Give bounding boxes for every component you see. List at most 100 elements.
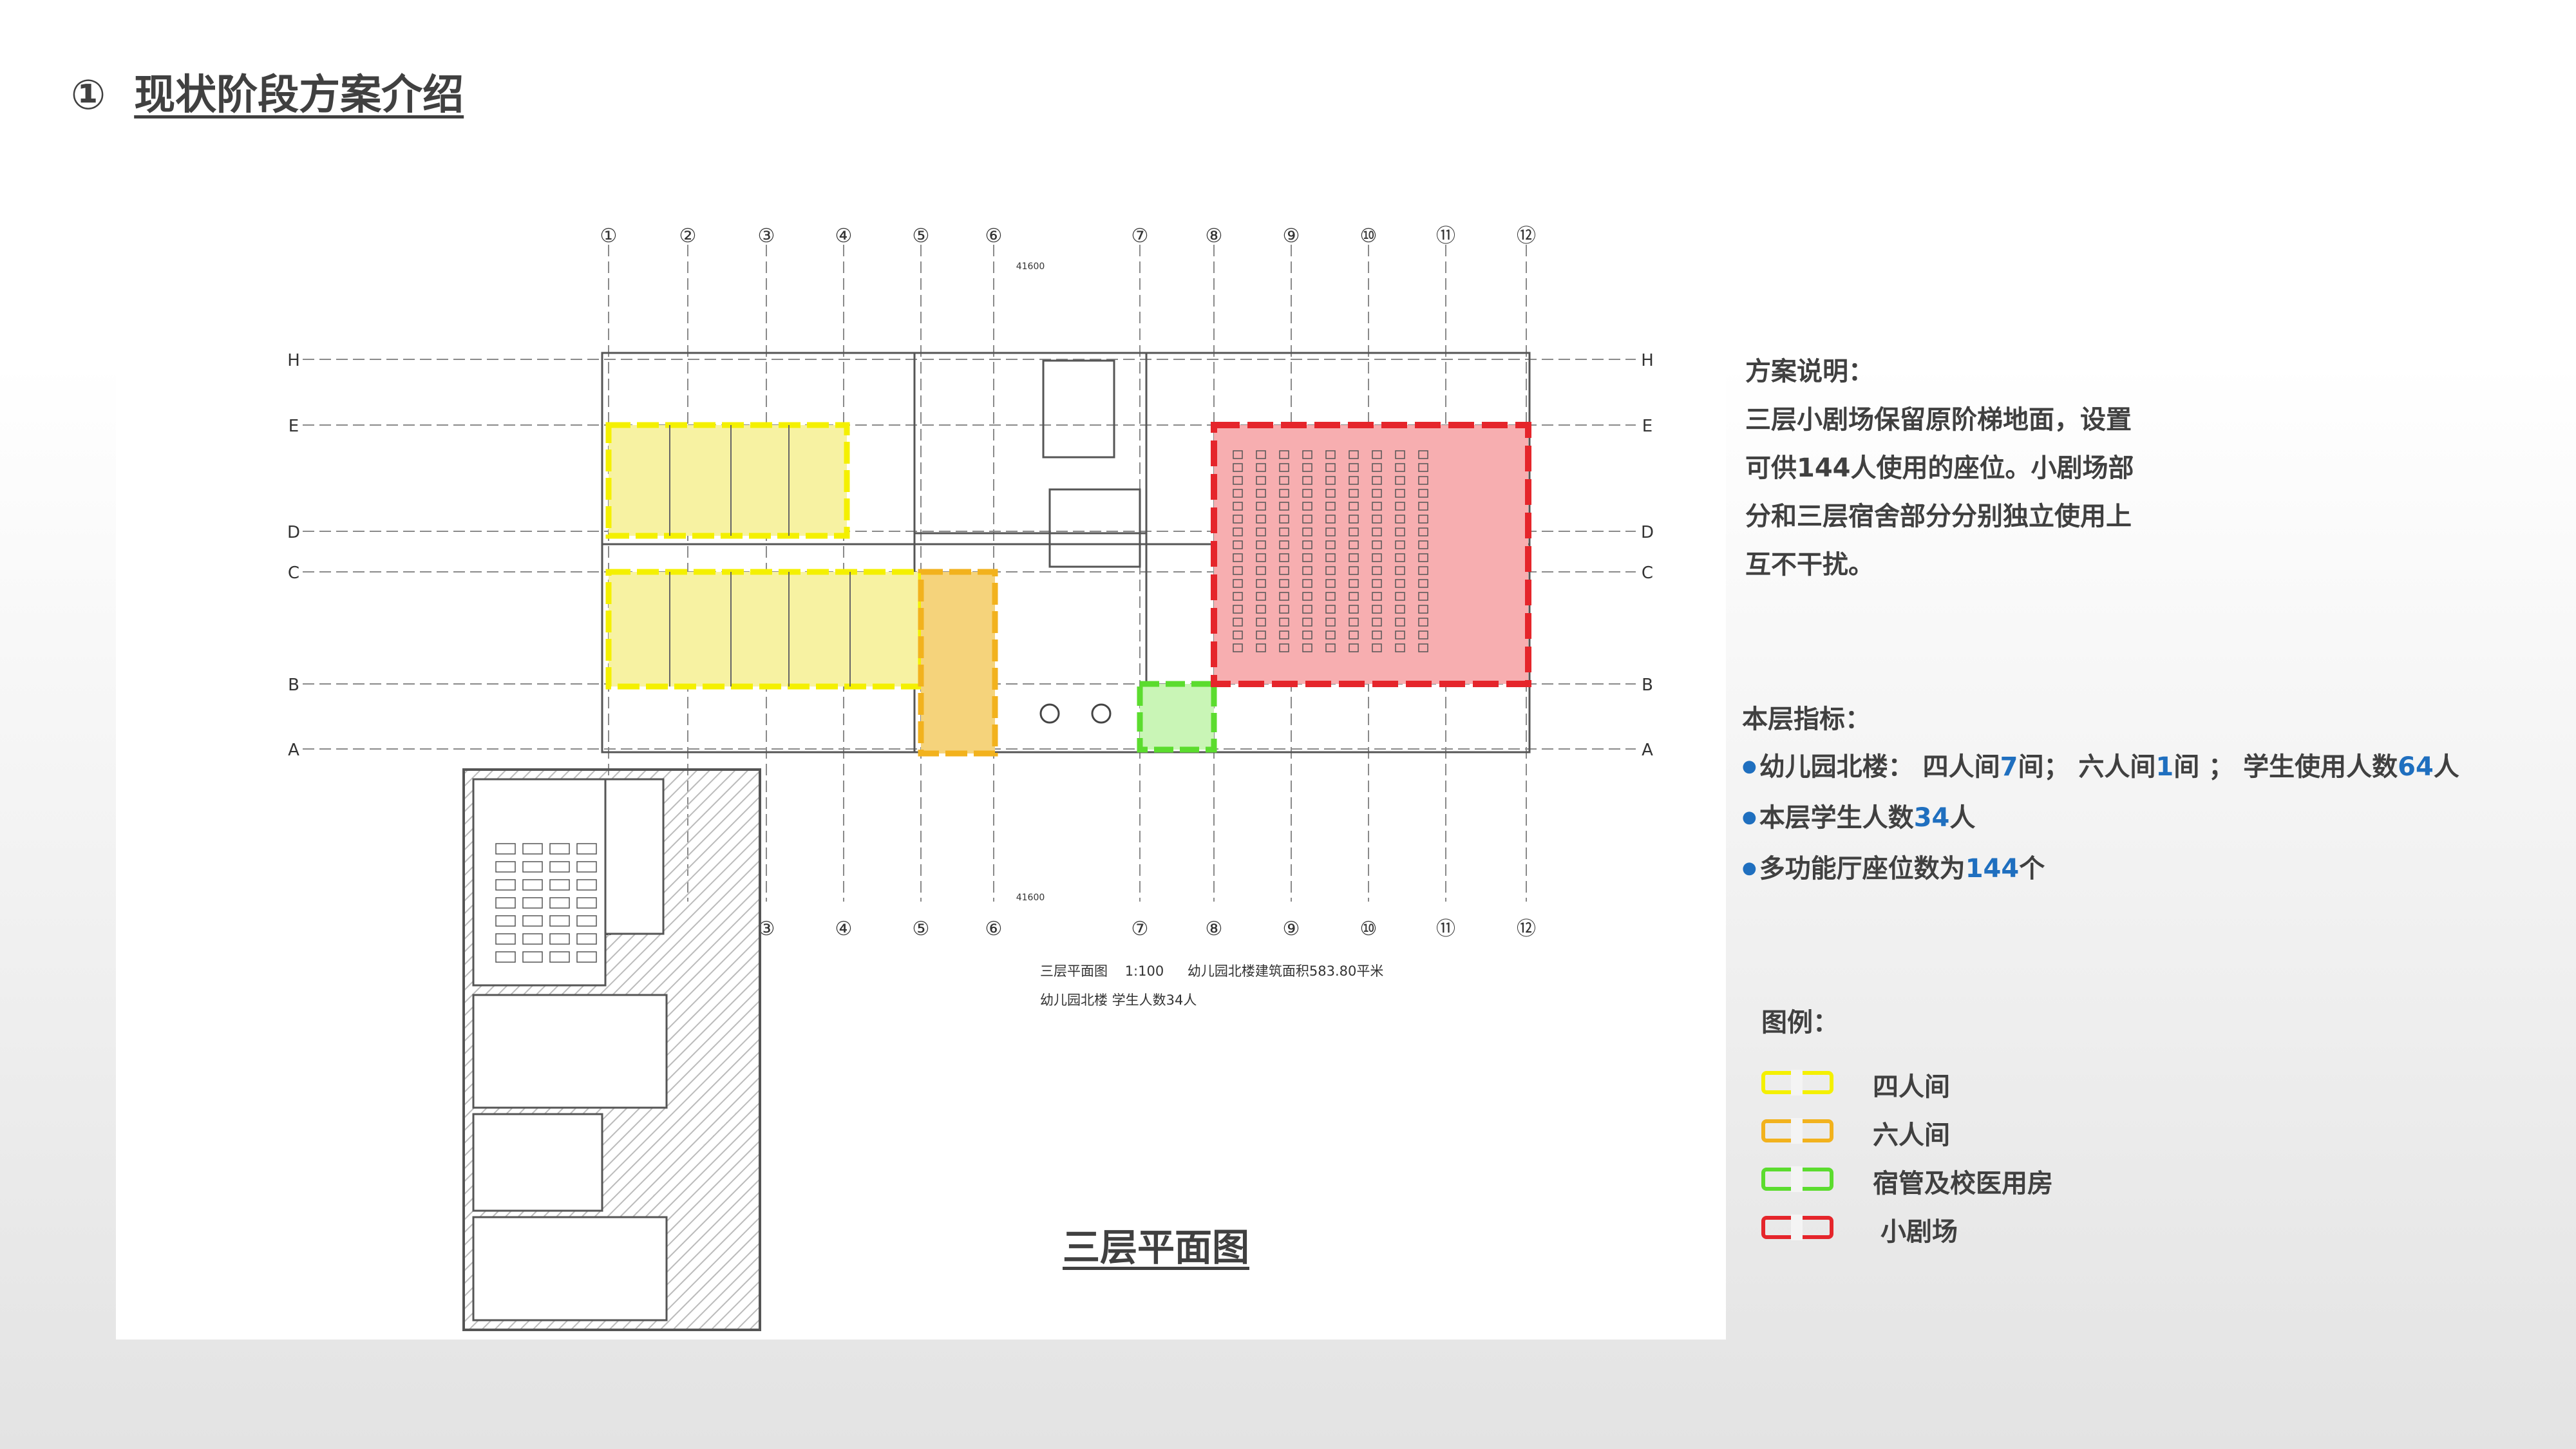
dorm-management-room bbox=[1137, 681, 1217, 753]
theater-seat bbox=[1279, 553, 1289, 562]
metrics-heading: 本层指标： bbox=[1742, 705, 1871, 734]
theater-seat bbox=[1279, 502, 1289, 511]
theater-seat bbox=[1256, 476, 1266, 485]
theater-seat bbox=[1325, 579, 1336, 588]
theater-seat bbox=[1349, 515, 1359, 524]
legend-swatch bbox=[1761, 1166, 1833, 1192]
theater-seat bbox=[1349, 592, 1359, 601]
theater-seat bbox=[1372, 605, 1382, 614]
scheme-description: 方案说明： 三层小剧场保留原阶梯地面，设置 可供144人使用的座位。小剧场部 分… bbox=[1745, 348, 2209, 589]
bullet-icon: ● bbox=[1742, 858, 1757, 878]
theater-seat bbox=[1395, 643, 1405, 652]
theater-seat bbox=[1302, 579, 1312, 588]
theater-seat bbox=[1349, 630, 1359, 639]
theater-seat bbox=[1325, 630, 1336, 639]
desk bbox=[495, 933, 516, 945]
legend-label: 小剧场 bbox=[1880, 1217, 1958, 1247]
description-line: 分和三层宿舍部分分别独立使用上 bbox=[1745, 502, 2132, 531]
theater-seat bbox=[1256, 592, 1266, 601]
grid-label-bottom: ⑨ bbox=[1283, 918, 1300, 940]
grid-label-side: D bbox=[1641, 523, 1654, 542]
theater-seat bbox=[1233, 592, 1243, 601]
theater-seat bbox=[1395, 540, 1405, 549]
grid-label-bottom: ⑦ bbox=[1132, 918, 1149, 940]
total-dimension-top: 41600 bbox=[1016, 261, 1045, 272]
theater-seat bbox=[1302, 618, 1312, 627]
grid-label-top: ① bbox=[600, 225, 618, 247]
theater-seat bbox=[1372, 463, 1382, 472]
theater-seat bbox=[1418, 515, 1428, 524]
legend: 图例： 四人间 六人间 宿管及校医用房 小剧场 bbox=[1761, 1001, 2212, 1253]
legend-swatch bbox=[1761, 1215, 1833, 1240]
theater-seat bbox=[1418, 630, 1428, 639]
theater-seat bbox=[1256, 579, 1266, 588]
grid-label-bottom: ⑤ bbox=[913, 918, 930, 940]
theater-seat bbox=[1349, 476, 1359, 485]
theater-seat bbox=[1395, 579, 1405, 588]
theater-seat bbox=[1325, 618, 1336, 627]
theater-seat bbox=[1418, 566, 1428, 575]
desk bbox=[549, 879, 570, 891]
drawing-students-note: 幼儿园北楼 学生人数34人 bbox=[1040, 992, 1197, 1008]
theater-seat bbox=[1256, 515, 1266, 524]
theater-seat bbox=[1372, 489, 1382, 498]
grid-label-side: B bbox=[288, 676, 299, 695]
theater-seat bbox=[1395, 476, 1405, 485]
theater-seat bbox=[1233, 489, 1243, 498]
section-title: 现状阶段方案介绍 bbox=[134, 71, 464, 119]
desk bbox=[576, 915, 597, 927]
theater-seat bbox=[1325, 489, 1336, 498]
theater-seat bbox=[1349, 643, 1359, 652]
desk bbox=[522, 843, 543, 855]
theater-seat bbox=[1279, 618, 1289, 627]
theater-seat bbox=[1256, 618, 1266, 627]
theater-seat bbox=[1325, 605, 1336, 614]
theater-seat bbox=[1325, 643, 1336, 652]
grid-label-top: ⑩ bbox=[1360, 225, 1378, 247]
theater-seat bbox=[1349, 450, 1359, 459]
desk bbox=[522, 897, 543, 909]
theater-seat bbox=[1302, 502, 1312, 511]
theater-seat bbox=[1349, 489, 1359, 498]
room-partitions bbox=[669, 425, 851, 687]
theater-seat bbox=[1279, 476, 1289, 485]
theater-seat bbox=[1279, 515, 1289, 524]
theater-seating bbox=[1233, 450, 1428, 652]
description-line: 互不干扰。 bbox=[1745, 550, 1874, 580]
desk bbox=[522, 915, 543, 927]
section-number: ① bbox=[71, 71, 106, 119]
desk bbox=[522, 951, 543, 963]
theater-seat bbox=[1325, 566, 1336, 575]
drawing-title-note: 三层平面图 1:100 幼儿园北楼建筑面积583.80平米 bbox=[1040, 963, 1383, 979]
grid-label-bottom: ④ bbox=[835, 918, 853, 940]
theater-seat bbox=[1279, 527, 1289, 536]
desk bbox=[495, 915, 516, 927]
theater-seat bbox=[1233, 476, 1243, 485]
theater-seat bbox=[1233, 515, 1243, 524]
theater-seat bbox=[1325, 540, 1336, 549]
theater-seat bbox=[1302, 592, 1312, 601]
theater-seat bbox=[1302, 463, 1312, 472]
theater-seat bbox=[1395, 618, 1405, 627]
theater-seat bbox=[1279, 630, 1289, 639]
theater-seat bbox=[1302, 643, 1312, 652]
theater-seat bbox=[1372, 450, 1382, 459]
bullet-icon: ● bbox=[1742, 757, 1757, 776]
theater-seat bbox=[1302, 450, 1312, 459]
grid-label-bottom: ⑧ bbox=[1206, 918, 1223, 940]
grid-label-side: C bbox=[288, 564, 299, 583]
theater-seat bbox=[1279, 450, 1289, 459]
legend-label: 四人间 bbox=[1873, 1072, 1950, 1102]
grid-label-top: ⑤ bbox=[913, 225, 930, 247]
grid-label-top: ② bbox=[679, 225, 697, 247]
theater-seat bbox=[1302, 476, 1312, 485]
theater-seat bbox=[1418, 592, 1428, 601]
theater-seat bbox=[1349, 579, 1359, 588]
theater-seat bbox=[1279, 566, 1289, 575]
four-person-rooms-north bbox=[605, 422, 850, 539]
grid-label-bottom: ⑥ bbox=[985, 918, 1003, 940]
desk bbox=[576, 933, 597, 945]
legend-item-dorm-management: 宿管及校医用房 bbox=[1761, 1156, 2212, 1204]
secondary-plan-rooms bbox=[472, 778, 668, 1321]
